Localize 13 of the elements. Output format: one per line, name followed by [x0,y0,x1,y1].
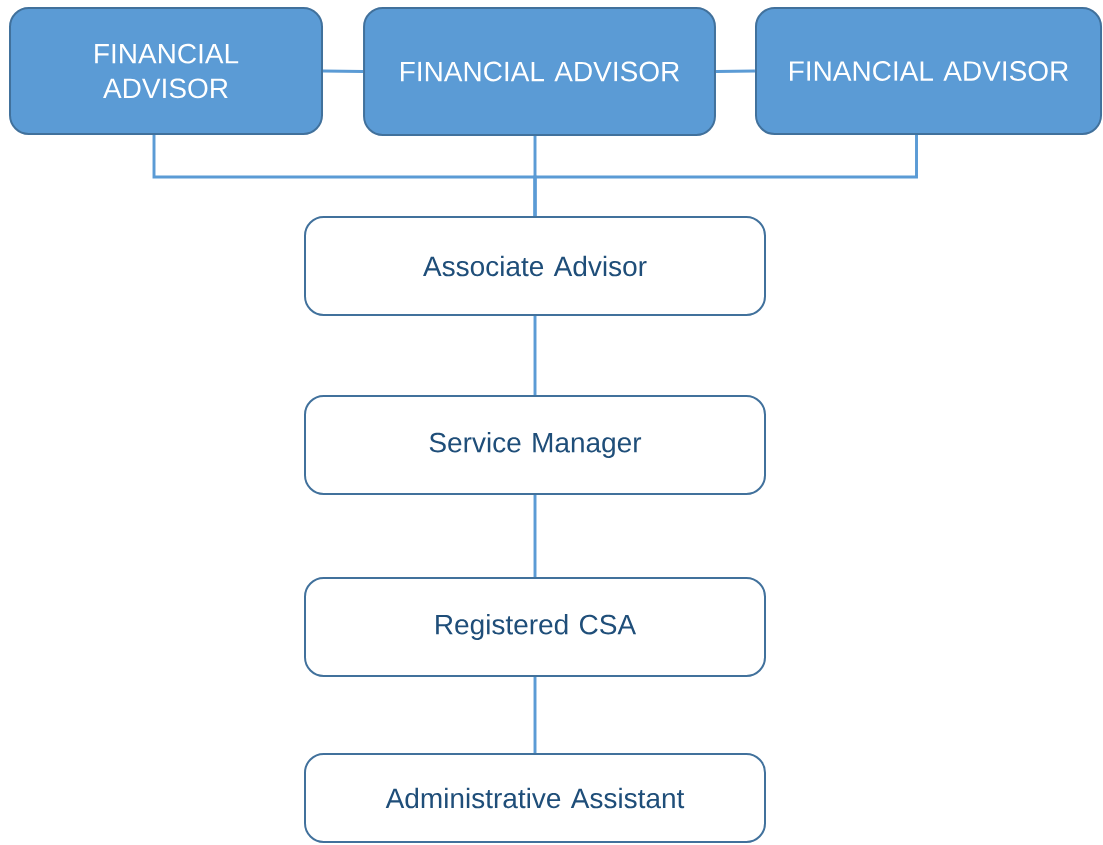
connector-line [533,316,537,395]
connector-line [533,495,537,577]
role-box: Service Manager [304,395,766,495]
role-box: Registered CSA [304,577,766,677]
role-box: Associate Advisor [304,216,766,316]
role-box: Administrative Assistant [304,753,766,843]
top-box: FINANCIAL ADVISOR [363,7,716,136]
top-box: FINANCIAL ADVISOR [754,7,1103,135]
connector-line [533,135,918,216]
top-box: FINANCIAL ADVISOR [9,7,323,135]
connector-line [715,69,755,73]
connector-line [323,69,364,73]
connector-line [533,677,537,753]
